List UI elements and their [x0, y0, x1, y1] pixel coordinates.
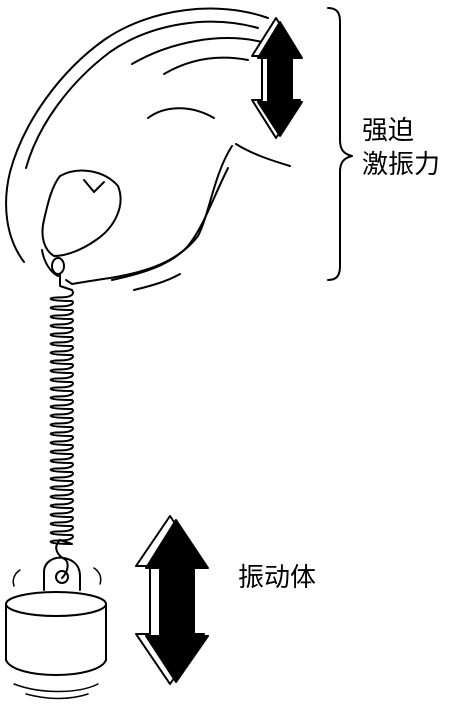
label-forced-excitation-line1: 强迫 [362, 116, 415, 146]
double-arrow-lower-icon [135, 515, 209, 685]
spring-coil [49, 273, 74, 579]
bracket-icon [327, 7, 353, 281]
label-forced-excitation-line2: 激振力 [362, 150, 441, 180]
label-forced-excitation-force: 强迫 激振力 [362, 114, 440, 182]
mass-body [5, 556, 107, 700]
label-vibrating-body: 振动体 [238, 563, 317, 593]
double-arrow-upper-icon [251, 17, 303, 139]
hand-drawing [5, 7, 291, 291]
